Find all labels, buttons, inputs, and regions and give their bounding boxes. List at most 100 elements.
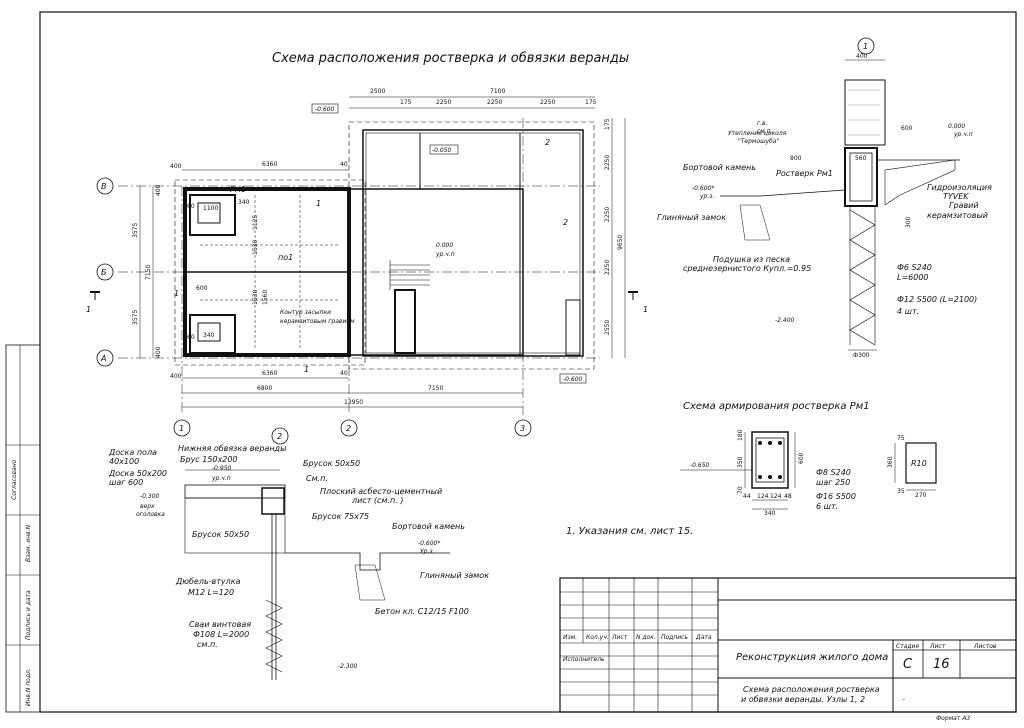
node1-insulation-1: Утепление цоколя <box>728 130 787 137</box>
dim-top-175b: 175 <box>585 99 597 106</box>
dim-misc-60a: 60 <box>187 203 195 210</box>
tb-sheet-header: Лист <box>929 643 946 650</box>
plan-level-600-top: -0.600 <box>315 106 335 113</box>
stamp-agreed: Согласовано <box>11 459 18 500</box>
node2-joist-1: Доска 50х200 <box>108 469 167 478</box>
dim-misc-340b: 340 <box>203 332 215 339</box>
reinf-dim-350: 350 <box>737 456 744 468</box>
dim-bottom-6800: 6800 <box>257 385 272 392</box>
node1-clay-lock: Глиняный замок <box>657 213 726 222</box>
node2-asbestos-2: лист (см.п. ) <box>351 496 403 505</box>
tb-format: Формат А3 <box>936 715 970 722</box>
tb-sheet-title-1: Схема расположения ростверка <box>743 685 880 694</box>
reinf-dim-44: 44 <box>743 493 751 500</box>
node1-dim-400: 400 <box>856 53 868 60</box>
node1-rebar-3: Ф12 S500 (L=2100) <box>897 295 977 304</box>
section-mark-left: 1 <box>86 305 91 314</box>
dim-misc-1125: 1125 <box>252 215 259 230</box>
plan-rm1-label: Рм1 <box>230 185 246 194</box>
plan-dimensions: 2500 7100 175 2250 2250 2250 175 6360 40… <box>132 88 624 406</box>
reinf-detail-75: 75 <box>897 435 905 442</box>
reinf-detail-360: 360 <box>887 456 894 468</box>
dim-left-400b: 400 <box>170 373 182 380</box>
plan-node-2-right: 2 <box>563 218 568 227</box>
axis-v: В <box>101 182 107 191</box>
reinf-level: -0.650 <box>690 462 710 469</box>
plan-node-1-bottom: 1 <box>304 365 309 374</box>
reinf-spec-1: Ф8 S240 <box>816 468 851 477</box>
dim-top-2500: 2500 <box>370 88 385 95</box>
dim-left-7150: 7150 <box>145 265 152 280</box>
node2-smp: См.п. <box>306 474 328 483</box>
node1-insulation-2: "Термошуба" <box>738 138 780 145</box>
node2-pile-2: Ф108 L=2000 <box>193 630 249 639</box>
dim-top-2250a: 2250 <box>436 99 451 106</box>
reinf-dim-180: 180 <box>737 429 744 441</box>
reinf-spec-2: шаг 250 <box>816 478 850 487</box>
node1-level-2400: -2.400 <box>775 317 795 324</box>
node2-level-300-sub1: верх <box>140 503 155 510</box>
node2-clay: Глиняный замок <box>420 571 489 580</box>
dim-top-7100: 7100 <box>490 88 505 95</box>
node1-gravel-2: керамзитовый <box>927 211 988 220</box>
stamp-sign-date: Подпись и дата <box>25 590 32 640</box>
dim-left-3575b: 3575 <box>132 310 139 325</box>
section-mark-right: 1 <box>643 305 648 314</box>
axis-markers: 1 2 3 В Б А <box>96 177 532 437</box>
plan-contour-1: Контур засыпки <box>280 309 331 316</box>
axis-3: 3 <box>520 424 525 433</box>
node2-floor-2: 40х100 <box>109 457 139 466</box>
node1-smp: см.п. <box>757 128 773 135</box>
dim-left-400a: 400 <box>170 163 182 170</box>
dim-top-2250b: 2250 <box>487 99 502 106</box>
node1-waterproof-1: Гидроизоляция <box>927 183 992 192</box>
plan-node-2-top: 2 <box>545 138 550 147</box>
reinf-dim-70: 70 <box>737 486 744 494</box>
dim-upper-6360: 6360 <box>262 161 277 168</box>
dim-misc-1560: 1560 <box>262 290 269 305</box>
dim-left-400c: 400 <box>155 184 162 196</box>
section-marks: 1 1 <box>86 291 648 314</box>
node1-dim-300: 300 <box>905 216 912 228</box>
reinf-title: Схема армирования ростверка Рм1 <box>683 401 870 412</box>
node2-floor-1: Доска пола <box>108 448 157 457</box>
plan-node-1-left: 1 <box>174 289 179 298</box>
reinf-dim-600: 600 <box>798 452 805 464</box>
tb-header-data: Дата <box>695 634 712 641</box>
node1-level-top: 0.000 <box>948 123 965 130</box>
dim-misc-600: 600 <box>196 285 208 292</box>
node2-dowel-1: Дюбель-втулка <box>175 577 241 586</box>
node1-gv: г.в. <box>757 120 768 127</box>
tb-header-list: Лист <box>611 634 628 641</box>
reinf-spec-4: 6 шт. <box>816 502 838 511</box>
tb-performer: Исполнитель <box>563 656 605 663</box>
dim-lower-6360: 6360 <box>262 370 277 377</box>
node1-level-600-sub: ур.з. <box>699 193 714 200</box>
dim-right-2250c: 2250 <box>604 260 611 275</box>
node2-joist-2: шаг 600 <box>109 478 143 487</box>
node1-rostverk: Ростверк Рм1 <box>776 169 833 178</box>
node1-dim-560: 560 <box>855 155 867 162</box>
title-block <box>559 577 1017 713</box>
node2-level-300: -0.300 <box>140 493 160 500</box>
node1-curb: Бортовой камень <box>683 163 756 172</box>
dim-misc-340a: 340 <box>238 199 250 206</box>
plan-node-1-top: 1 <box>316 199 321 208</box>
node1-level-top-sub: ур.ч.п <box>953 131 973 138</box>
stamp-inv-orig: Инв.N подл. <box>25 668 32 706</box>
node1-pad-1: Подушка из песка <box>713 255 790 264</box>
node2-level-600-sub: Ур.з. <box>420 548 435 555</box>
reinf-dim-340: 340 <box>764 510 776 517</box>
node1-rebar-2: L=6000 <box>897 273 929 282</box>
plan-contour-2: керамзитовым гравием <box>280 318 355 325</box>
node2-level-950-sub: ур.ч.п <box>211 475 231 482</box>
node2-curb: Бортовой камень <box>392 522 465 531</box>
tb-stage-header: Стадия <box>896 643 919 650</box>
node2-concrete: Бетон кл. С12/15 F100 <box>375 607 469 616</box>
dim-misc-1530a: 1530 <box>252 240 259 255</box>
node2-marker: 2 <box>277 432 282 441</box>
node1-dim-d300: Ф300 <box>853 352 870 359</box>
dim-upper-40: 40 <box>340 161 348 168</box>
node1-waterproof-2: TYVEK <box>943 192 969 201</box>
